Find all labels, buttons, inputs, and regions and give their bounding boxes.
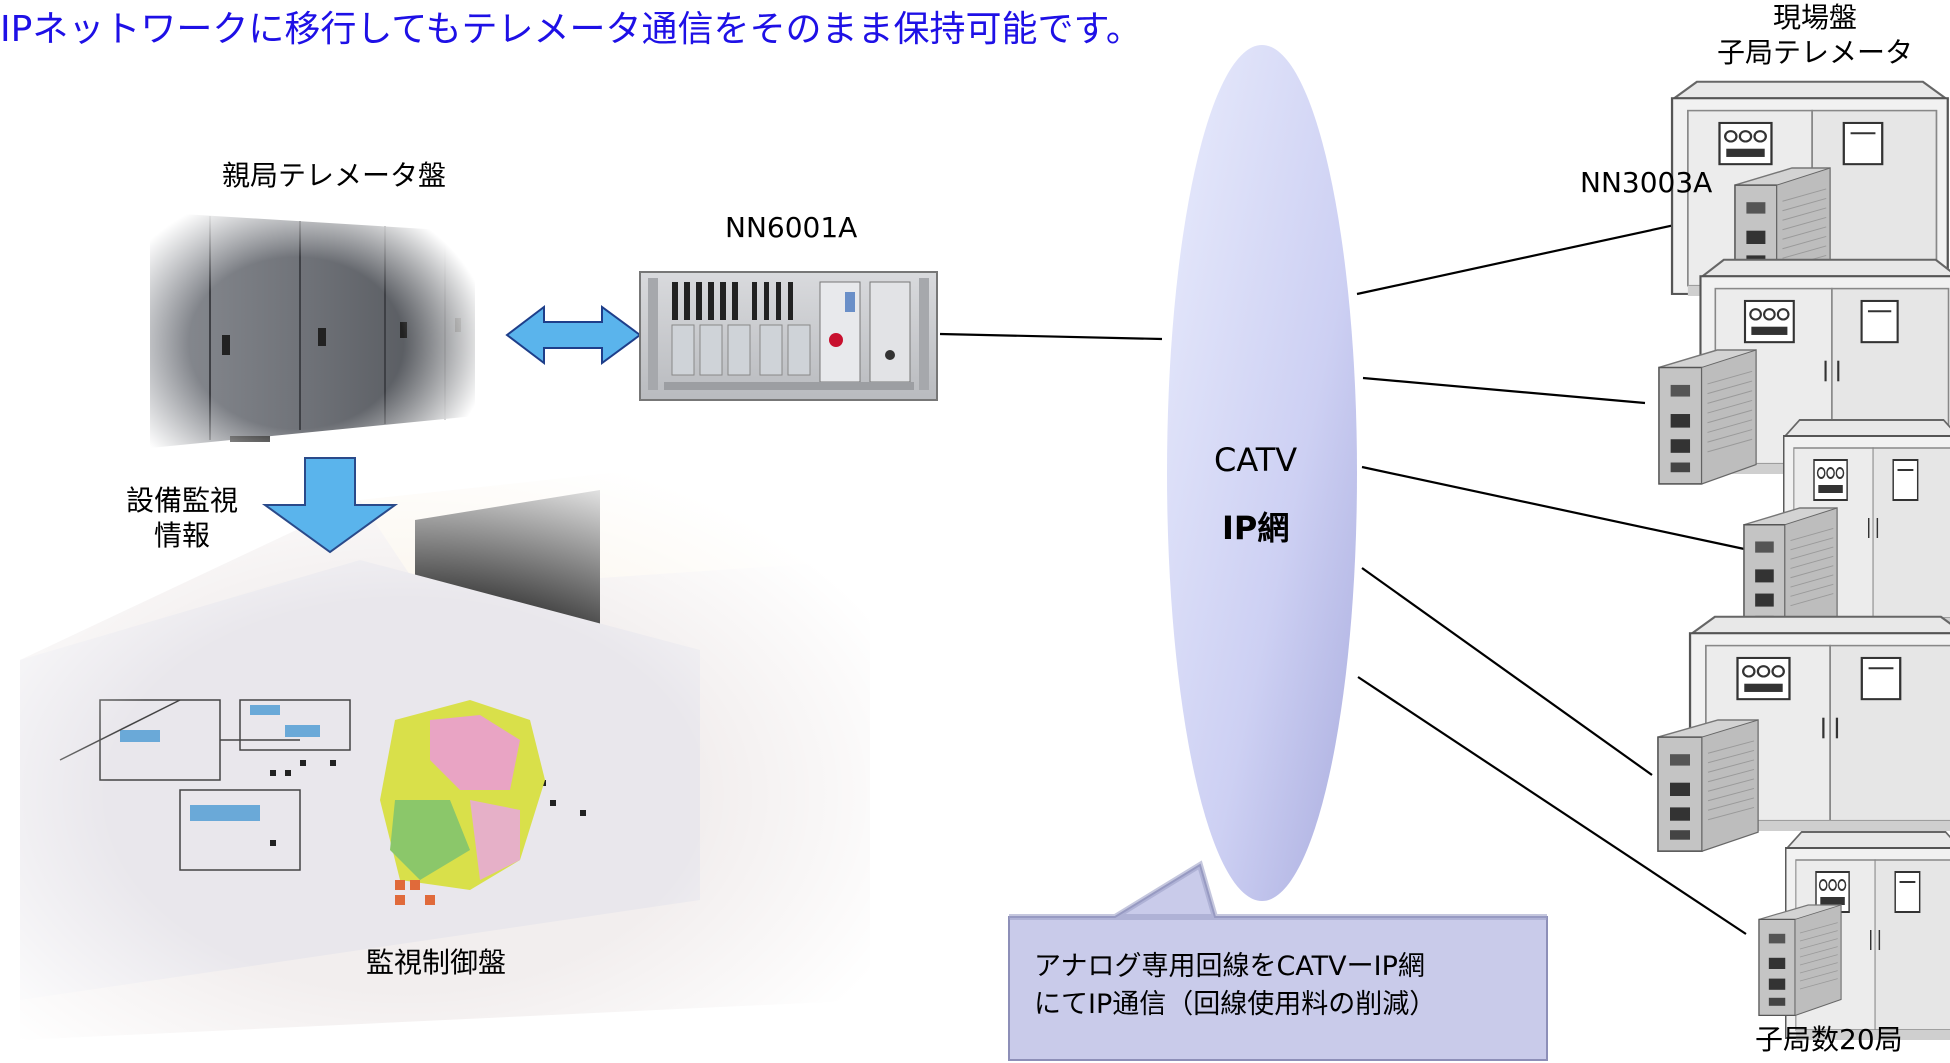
- catv-label: CATV: [1214, 441, 1298, 479]
- catv-ip-network-ellipse: [1167, 45, 1357, 901]
- headline: IPネットワークに移行してもテレメータ通信をそのまま保持可能です。: [0, 9, 1142, 50]
- callout-text: アナログ専用回線をCATVーIP網 にてIP通信（回線使用料の削減）: [1034, 948, 1436, 1025]
- monitor-control-panel-label: 監視制御盤: [366, 946, 507, 979]
- sub-station-count-label: 子局数20局: [1755, 1023, 1903, 1056]
- equipment-info-label: 設備監視 情報: [112, 483, 252, 553]
- network-connection-lines: [939, 211, 1750, 935]
- nn6001a-device-image: [639, 271, 938, 401]
- equipment-info-line1: 設備監視: [125, 484, 238, 517]
- nn6001a-label: NN6001A: [725, 211, 858, 244]
- field-telemeter-cabinet-4: [1657, 615, 1950, 852]
- callout-line2: にてIP通信（回線使用料の削減）: [1034, 989, 1437, 1021]
- field-panel-line1: 現場盤: [1772, 1, 1857, 34]
- monitor-control-panel-image: [0, 470, 900, 1060]
- nn3003a-label: NN3003A: [1580, 166, 1713, 199]
- parent-telemeter-panel-label: 親局テレメータ盤: [222, 159, 447, 192]
- callout-line1: アナログ専用回線をCATVーIP網: [1034, 951, 1425, 982]
- field-panel-line2: 子局テレメータ: [1716, 36, 1913, 69]
- callout-box: [1008, 860, 1548, 1061]
- bidirectional-arrow: [505, 304, 642, 366]
- down-arrow: [261, 457, 399, 554]
- field-telemeter-cabinet-5: [1758, 831, 1950, 1041]
- ip-network-label: IP網: [1222, 509, 1290, 547]
- field-panel-label: 現場盤 子局テレメータ: [1700, 0, 1930, 70]
- parent-telemeter-panel-image: [150, 200, 475, 460]
- equipment-info-line2: 情報: [153, 519, 210, 552]
